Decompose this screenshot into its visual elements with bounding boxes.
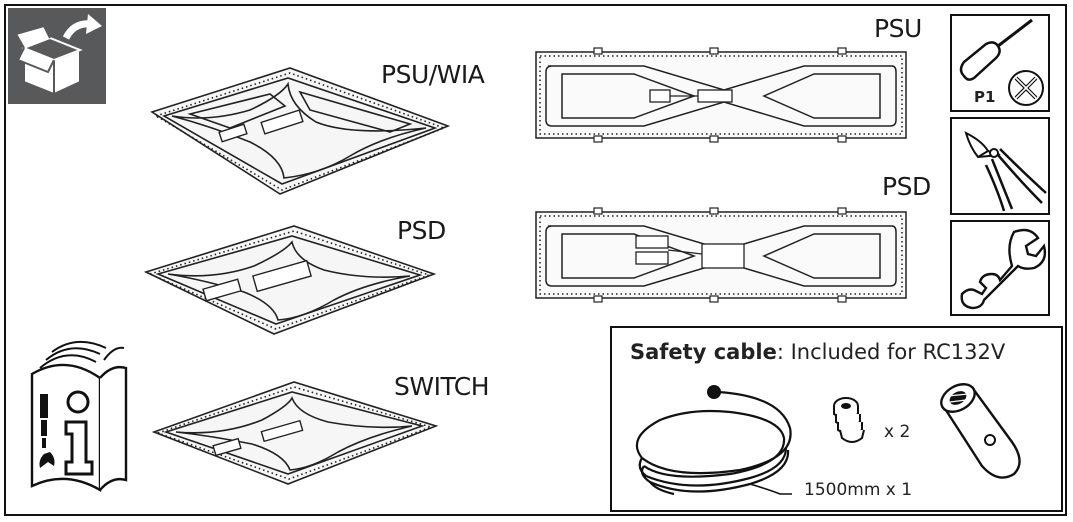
anchor-icon bbox=[833, 397, 865, 443]
label-switch: SWITCH bbox=[394, 372, 490, 401]
label-psu-wia: PSU/WIA bbox=[381, 60, 485, 89]
diagram-frame bbox=[4, 4, 1067, 516]
screwdriver-label: P1 bbox=[974, 88, 996, 106]
label-psu-long: PSU bbox=[874, 14, 922, 43]
tool-box-cutter bbox=[950, 117, 1050, 215]
coupler-icon bbox=[940, 383, 1021, 479]
wrench-icon bbox=[960, 228, 1047, 310]
tool-box-wrench bbox=[950, 220, 1050, 316]
tool-box-screwdriver: P1 bbox=[950, 14, 1050, 112]
safety-title: Safety cable: Included for RC132V bbox=[630, 340, 1005, 364]
panel-psu-wia bbox=[150, 67, 451, 195]
cutter-icon bbox=[964, 131, 1047, 212]
panel-switch bbox=[151, 381, 439, 485]
screwdriver-icon bbox=[959, 18, 1033, 81]
manual-icon bbox=[30, 341, 128, 493]
cable-length: 1500mm x 1 bbox=[804, 480, 913, 500]
label-psd-square: PSD bbox=[397, 216, 446, 245]
safety-cable-box: Safety cable: Included for RC132V 1500mm… bbox=[610, 326, 1063, 512]
panel-long-psu bbox=[535, 47, 907, 143]
panel-long-psd bbox=[535, 207, 907, 303]
panel-psd bbox=[143, 225, 437, 335]
safety-title-bold: Safety cable bbox=[630, 340, 777, 364]
safety-title-rest: : Included for RC132V bbox=[776, 340, 1006, 364]
cable-coil-icon bbox=[635, 385, 792, 496]
pozidriv-icon bbox=[1008, 70, 1044, 106]
anchor-qty: x 2 bbox=[884, 422, 911, 442]
unbox-icon bbox=[8, 8, 106, 104]
label-psd-long: PSD bbox=[882, 172, 931, 201]
